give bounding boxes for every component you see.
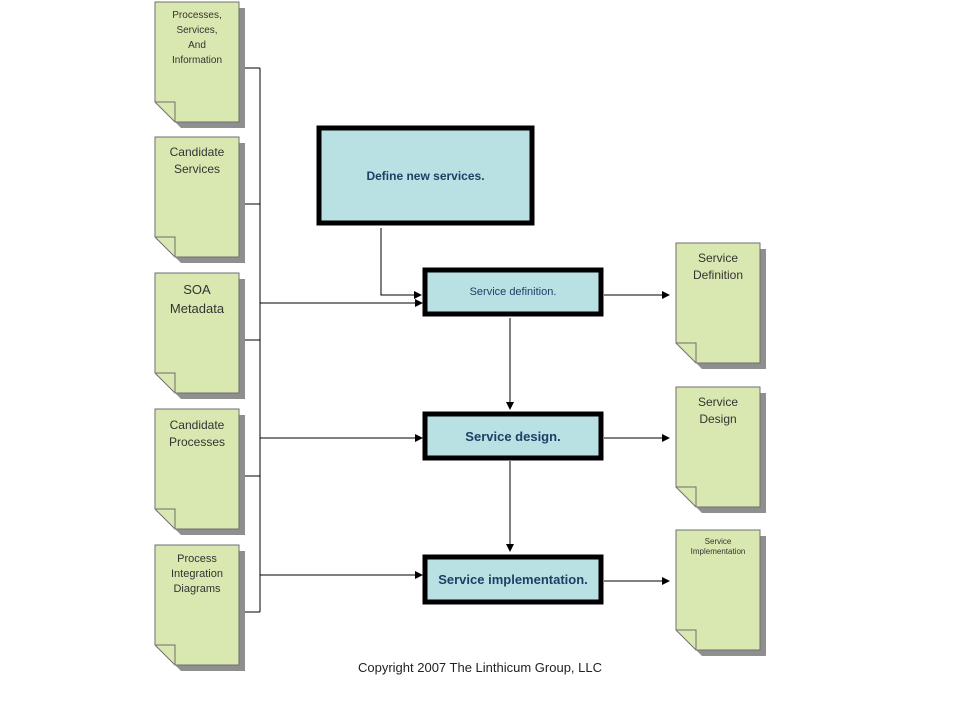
output-document-service-design — [675, 386, 766, 513]
output-document-service-implementation — [675, 529, 766, 656]
output-label-service-design: Service Design — [697, 395, 738, 426]
input-document-candidate-processes — [154, 408, 245, 535]
service-design-label: Service design. — [465, 428, 561, 444]
input-bracket-connector — [245, 67, 261, 613]
input-document-processes-services-information — [154, 1, 245, 128]
define-new-services-label: Define new services. — [366, 168, 485, 183]
input-document-candidate-services — [154, 136, 245, 263]
copyright-notice: Copyright 2007 The Linthicum Group, LLC — [357, 660, 602, 675]
service-implementation-box — [422, 554, 604, 605]
output-document-service-definition — [675, 242, 766, 369]
arrow-define-to-service-definition — [380, 228, 422, 299]
input-label-candidate-processes: Candidate Processes — [168, 418, 226, 449]
service-implementation-label: Service implementation. — [438, 572, 588, 587]
input-label-process-integration-diagrams: Process Integration Diagrams — [171, 553, 223, 595]
define-new-services-box — [316, 125, 535, 226]
input-label-soa-metadata: SOA Metadata — [169, 282, 225, 316]
output-label-service-definition: Service Definition — [692, 251, 744, 282]
input-document-soa-metadata — [154, 272, 245, 399]
service-design-box — [422, 411, 604, 461]
input-document-process-integration-diagrams — [154, 544, 245, 671]
service-definition-box — [422, 267, 604, 317]
input-label-candidate-services: Candidate Services — [169, 145, 225, 176]
output-label-service-implementation: Service Implementation — [690, 537, 746, 556]
service-definition-label: Service definition. — [469, 286, 557, 298]
input-label-processes-services-information: Processes, Services, And Information — [171, 10, 223, 66]
